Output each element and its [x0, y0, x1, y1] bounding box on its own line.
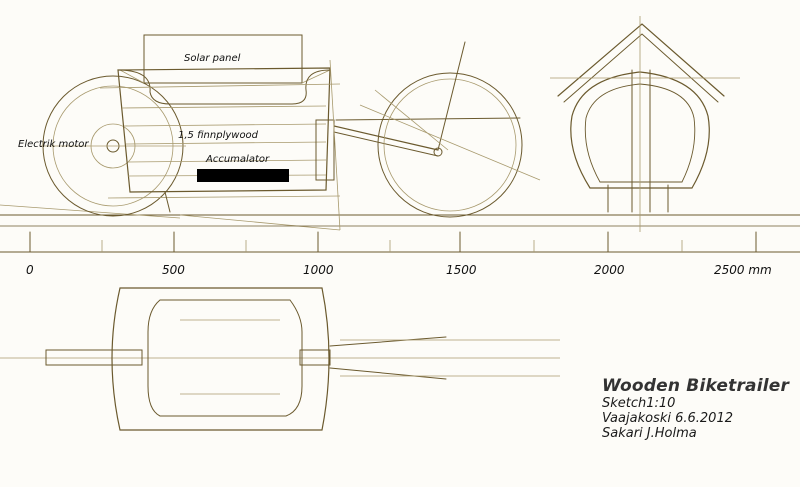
drawing-scale: Sketch1:10	[602, 396, 676, 411]
motor-label: Electrik motor	[18, 139, 89, 150]
drawing-title: Wooden Biketrailer	[602, 376, 790, 396]
scale-labels: 0 500 1000 1500 2000 2500 mm	[26, 263, 772, 277]
drawing-author: Sakari J.Holma	[602, 426, 697, 441]
solar-panel-label: Solar panel	[184, 53, 241, 64]
bicycle-wheel	[359, 41, 541, 218]
tow-bar	[315, 59, 521, 231]
accumulator-label: Accumalator	[205, 154, 270, 165]
front-view	[550, 16, 740, 232]
tick-1500: 1500	[446, 263, 477, 277]
title-block: Wooden Biketrailer Sketch1:10 Vaajakoski…	[602, 376, 789, 441]
accumulator-block	[197, 169, 289, 182]
plywood-label: 1,5 finnplywood	[178, 130, 259, 141]
tick-0: 0	[26, 263, 34, 277]
tick-1000: 1000	[303, 263, 334, 277]
top-view	[0, 287, 560, 431]
drawing-place-date: Vaajakoski 6.6.2012	[602, 411, 733, 426]
tick-2000: 2000	[594, 263, 625, 277]
tick-2500: 2500 mm	[714, 263, 772, 277]
scale-bar	[29, 231, 757, 253]
trailer-wheel	[40, 75, 186, 217]
tick-500: 500	[162, 263, 185, 277]
ground-lines	[0, 204, 800, 253]
